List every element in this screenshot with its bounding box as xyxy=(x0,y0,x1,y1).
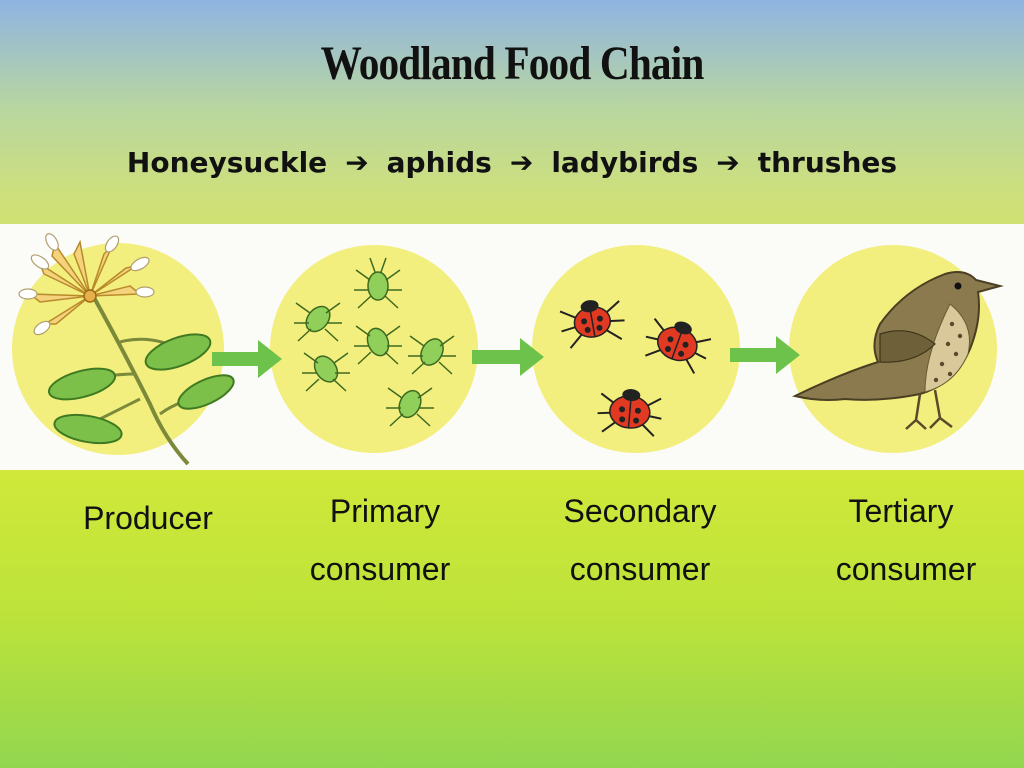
chain-item-aphids: aphids xyxy=(386,146,492,179)
label-tertiary-line2: consumer xyxy=(835,551,977,587)
chain-item-honeysuckle: Honeysuckle xyxy=(126,146,328,179)
slide-title: Woodland Food Chain xyxy=(320,37,705,90)
secondary-consumer-circle xyxy=(532,245,740,453)
label-tertiary-line1: Tertiary xyxy=(848,493,954,529)
chain-item-thrushes: thrushes xyxy=(757,146,898,179)
label-primary-consumer: Primary consumer xyxy=(290,482,470,598)
food-chain-diagram xyxy=(0,224,1024,470)
label-secondary-line1: Secondary xyxy=(563,493,717,529)
right-arrow-icon: ➔ xyxy=(509,146,534,179)
green-arrow-icon xyxy=(730,336,800,374)
label-secondary-consumer: Secondary consumer xyxy=(545,482,735,598)
label-tertiary-consumer: Tertiary consumer xyxy=(816,482,996,598)
label-primary-line2: consumer xyxy=(309,551,451,587)
honeysuckle-plant-icon xyxy=(18,233,235,466)
green-arrow-icon xyxy=(472,338,544,376)
right-arrow-icon: ➔ xyxy=(716,146,740,179)
chain-item-ladybirds: ladybirds xyxy=(551,146,699,179)
label-primary-line1: Primary xyxy=(329,493,441,529)
ladybird-icon xyxy=(559,300,712,437)
thrush-bird-icon xyxy=(792,271,1004,430)
green-arrow-icon xyxy=(212,340,282,378)
label-secondary-line2: consumer xyxy=(569,551,711,587)
label-producer: Producer xyxy=(83,500,213,536)
right-arrow-icon: ➔ xyxy=(345,146,369,179)
food-chain-text: Honeysuckle ➔ aphids ➔ ladybirds ➔ thrus… xyxy=(0,146,1024,179)
aphid-icon xyxy=(294,257,456,427)
